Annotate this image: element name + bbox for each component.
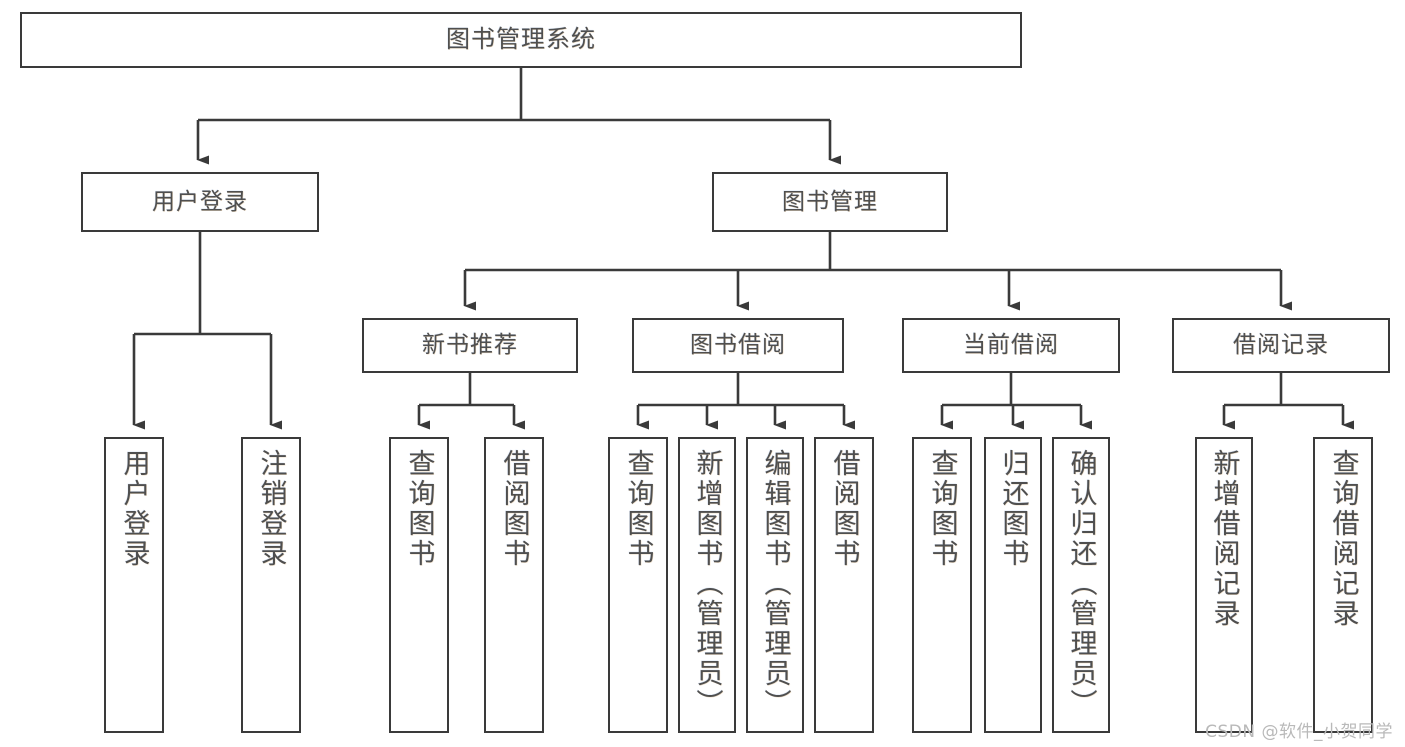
- node-label: 借阅图书: [498, 449, 530, 569]
- node-label: 确认归还（管理员）: [1065, 449, 1097, 719]
- node-label: 查询图书: [403, 449, 435, 569]
- node-label: 图书管理系统: [446, 25, 596, 54]
- node-label: 查询借阅记录: [1327, 449, 1359, 629]
- watermark: CSDN @软件_小贺同学: [1205, 722, 1393, 742]
- node-leaf-logout[interactable]: 注销登录: [241, 437, 301, 733]
- node-borrow-record[interactable]: 借阅记录: [1172, 318, 1390, 373]
- node-leaf-borrow-book-1[interactable]: 借阅图书: [484, 437, 544, 733]
- node-leaf-query-record[interactable]: 查询借阅记录: [1313, 437, 1373, 733]
- node-leaf-return-book[interactable]: 归还图书: [984, 437, 1042, 733]
- node-current-borrow[interactable]: 当前借阅: [902, 318, 1120, 373]
- node-label: 图书借阅: [690, 332, 786, 359]
- node-label: 借阅记录: [1233, 332, 1329, 359]
- node-leaf-borrow-book-2[interactable]: 借阅图书: [814, 437, 874, 733]
- node-user-login[interactable]: 用户登录: [81, 172, 319, 232]
- node-label: 图书管理: [782, 188, 878, 215]
- node-label: 借阅图书: [828, 449, 860, 569]
- node-leaf-add-book[interactable]: 新增图书（管理员）: [678, 437, 736, 733]
- node-new-book-recommend[interactable]: 新书推荐: [362, 318, 578, 373]
- node-leaf-query-book-2[interactable]: 查询图书: [608, 437, 668, 733]
- node-book-borrow[interactable]: 图书借阅: [632, 318, 844, 373]
- node-label: 查询图书: [622, 449, 654, 569]
- node-leaf-query-book-1[interactable]: 查询图书: [389, 437, 449, 733]
- node-book-manage[interactable]: 图书管理: [712, 172, 948, 232]
- node-label: 注销登录: [255, 449, 287, 569]
- node-leaf-add-record[interactable]: 新增借阅记录: [1195, 437, 1253, 733]
- node-leaf-user-login[interactable]: 用户登录: [104, 437, 164, 733]
- node-label: 用户登录: [118, 449, 150, 569]
- node-label: 新增借阅记录: [1208, 449, 1240, 629]
- node-leaf-query-book-3[interactable]: 查询图书: [912, 437, 972, 733]
- node-label: 编辑图书（管理员）: [759, 449, 791, 719]
- node-root-system[interactable]: 图书管理系统: [20, 12, 1022, 68]
- node-label: 归还图书: [997, 449, 1029, 569]
- node-leaf-edit-book[interactable]: 编辑图书（管理员）: [746, 437, 804, 733]
- node-leaf-confirm-return[interactable]: 确认归还（管理员）: [1052, 437, 1110, 733]
- node-label: 新增图书（管理员）: [691, 449, 723, 719]
- node-label: 当前借阅: [963, 332, 1059, 359]
- node-label: 新书推荐: [422, 332, 518, 359]
- node-label: 查询图书: [926, 449, 958, 569]
- node-label: 用户登录: [152, 188, 248, 215]
